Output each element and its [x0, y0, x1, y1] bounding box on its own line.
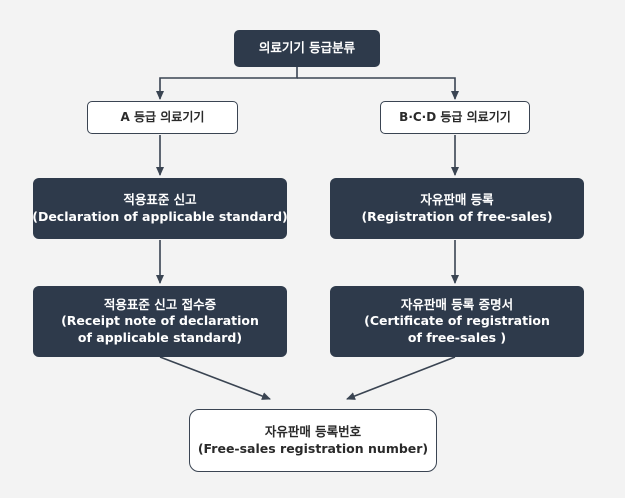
right-step2-line3: of free-sales )	[407, 329, 507, 345]
right-step1-node: 자유판매 등록 (Registration of free-sales)	[330, 178, 584, 239]
right-branch-header: B·C·D 등급 의료기기	[380, 101, 530, 134]
root-node: 의료기기 등급분류	[234, 30, 380, 67]
final-line2: (Free-sales registration number)	[197, 440, 429, 456]
right-step2-line1: 자유판매 등록 증명서	[400, 297, 514, 313]
left-branch-header: A 등급 의료기기	[87, 101, 238, 134]
right-step2-to-final-arrow	[346, 356, 456, 400]
left-step2-line3: of applicable standard)	[77, 329, 243, 345]
left-step2-line2: (Receipt note of declaration	[61, 313, 259, 329]
left-step1-node: 적용표준 신고 (Declaration of applicable stand…	[32, 178, 288, 239]
left-step2-line1: 적용표준 신고 접수증	[103, 297, 217, 313]
root-to-right-arrow	[297, 77, 459, 100]
left-step2-node: 적용표준 신고 접수증 (Receipt note of declaration…	[33, 286, 287, 357]
right-step2-node: 자유판매 등록 증명서 (Certificate of registration…	[330, 286, 584, 357]
right-branch-header-label: B·C·D 등급 의료기기	[399, 109, 511, 124]
root-to-left-arrow	[156, 67, 298, 100]
right-step2-line2: (Certificate of registration	[364, 313, 550, 329]
left-branch-header-label: A 등급 의료기기	[120, 109, 205, 124]
final-node: 자유판매 등록번호 (Free-sales registration numbe…	[189, 409, 437, 472]
left-step2-to-final-arrow	[159, 356, 271, 400]
root-node-label: 의료기기 등급분류	[258, 40, 356, 56]
right-step1-line2: (Registration of free-sales)	[361, 208, 553, 224]
right-step1-line1: 자유판매 등록	[420, 192, 494, 208]
left-step1-line2: (Declaration of applicable standard)	[32, 208, 288, 224]
final-line1: 자유판매 등록번호	[264, 424, 362, 440]
left-step1-line1: 적용표준 신고	[123, 192, 197, 208]
